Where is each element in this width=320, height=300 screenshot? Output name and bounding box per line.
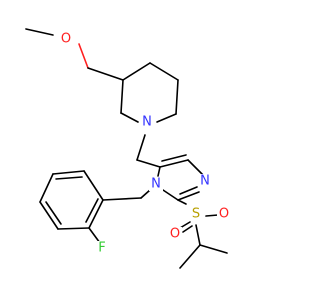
bond-ar-4 [39,201,59,230]
sulfonyl-o1-label: O [219,207,229,222]
bond-im-n3-c2 [177,191,200,201]
bond-ch-me2 [199,244,228,254]
bond-methyl-o [25,28,54,36]
bond-ar-5 [57,227,90,230]
bond-o-ch2 [78,43,89,69]
piperidine-n-label: N [142,115,152,130]
structure-canvas: O N N N S O O F [25,28,231,269]
imidazole-n3-label: N [200,174,210,189]
bond-pip-n-c2 [120,112,139,123]
bond-im-c4-n3 [187,159,204,176]
bond-s-ch [195,224,201,246]
bond-im-c5-c4 [159,159,189,168]
bond-n1-ch2 [140,189,151,199]
bond-pip-c2-c3 [120,79,124,114]
bond-ch-me1 [179,244,201,269]
bond-im-c5-c4-double [161,154,187,162]
fluorine-label: F [98,241,105,256]
bond-c2-s [177,199,187,205]
bond-pip-c6-n [156,113,177,123]
bond-im-c2-n1 [162,189,179,201]
bond-ch2-c3 [87,67,124,81]
bond-im-n3-c2-double [179,186,198,195]
bond-pip-c5-c6 [175,79,179,115]
bond-pip-c4-c5 [149,62,179,81]
molecule-drawing: O N N N S O O F [25,28,231,269]
bond-ch2-c5 [136,159,161,168]
bond-ch2-ar [102,197,142,201]
bond-ar-2-double [55,176,83,180]
bond-n-ch2 [136,134,146,161]
methoxy-o-label: O [61,32,71,47]
bond-pip-c3-c4 [122,62,151,81]
sulfonyl-o2-label: O [170,227,180,242]
bond-s-o2-double [182,225,193,233]
bond-c-f [88,227,101,244]
bond-ar-6 [88,199,104,229]
bond-ar-4-double [45,201,62,225]
imidazole-n1-label: N [151,177,161,192]
bond-ar-3 [39,173,54,203]
bond-ar-2 [52,170,85,175]
bond-im-n1-c5 [157,166,161,177]
bond-ar-1 [83,170,104,201]
bond-ar-6-double [85,198,99,223]
sulfur-label: S [192,207,200,222]
bond-s-o1 [205,214,219,217]
